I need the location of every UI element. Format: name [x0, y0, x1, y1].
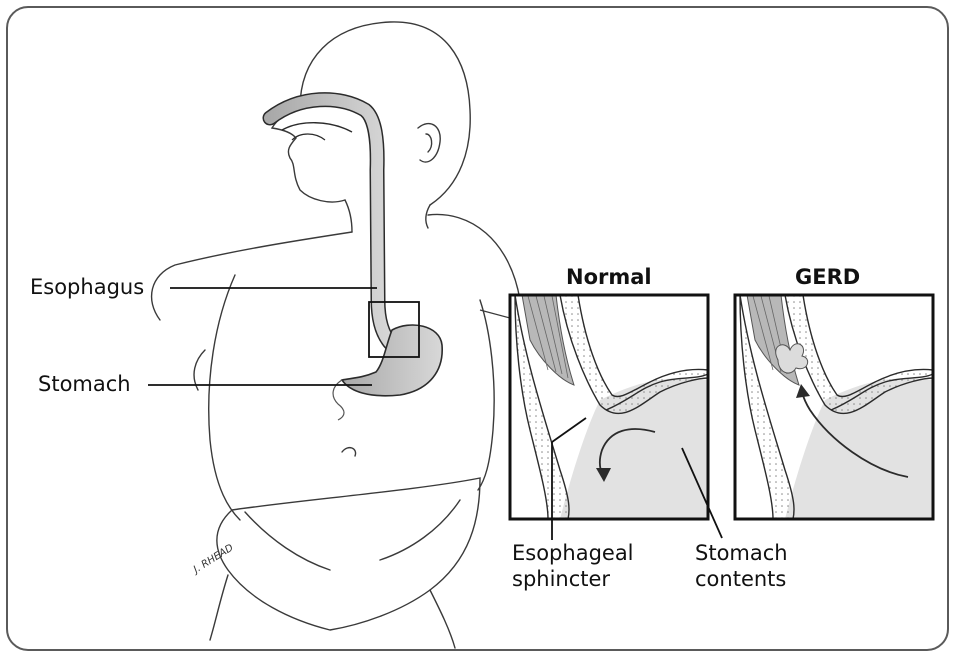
- baby-ear: [418, 124, 440, 162]
- baby-navel: [342, 448, 356, 456]
- baby-right-shoulder: [428, 214, 520, 300]
- gerd-inset: [735, 295, 933, 519]
- contents-label-line2: contents: [695, 566, 788, 592]
- stomach-contents-label: Stomach contents: [695, 540, 788, 592]
- esophagus-organ: [270, 100, 392, 345]
- baby-diaper: [217, 478, 480, 630]
- sphincter-label-line2: sphincter: [512, 566, 634, 592]
- baby-figure: [152, 22, 520, 648]
- duodenum: [333, 380, 344, 420]
- baby-face: [272, 108, 345, 202]
- normal-inset: [510, 295, 708, 519]
- sphincter-label: Esophageal sphincter: [512, 540, 634, 592]
- baby-torso-right: [478, 300, 494, 490]
- esophagus-label: Esophagus: [30, 277, 144, 298]
- stomach-label: Stomach: [38, 374, 131, 395]
- gerd-heading: GERD: [795, 267, 860, 288]
- normal-heading: Normal: [566, 267, 652, 288]
- contents-label-line1: Stomach: [695, 540, 788, 566]
- baby-head: [300, 22, 470, 205]
- baby-left-shoulder: [152, 232, 352, 320]
- sphincter-label-line1: Esophageal: [512, 540, 634, 566]
- baby-torso-left: [209, 275, 240, 520]
